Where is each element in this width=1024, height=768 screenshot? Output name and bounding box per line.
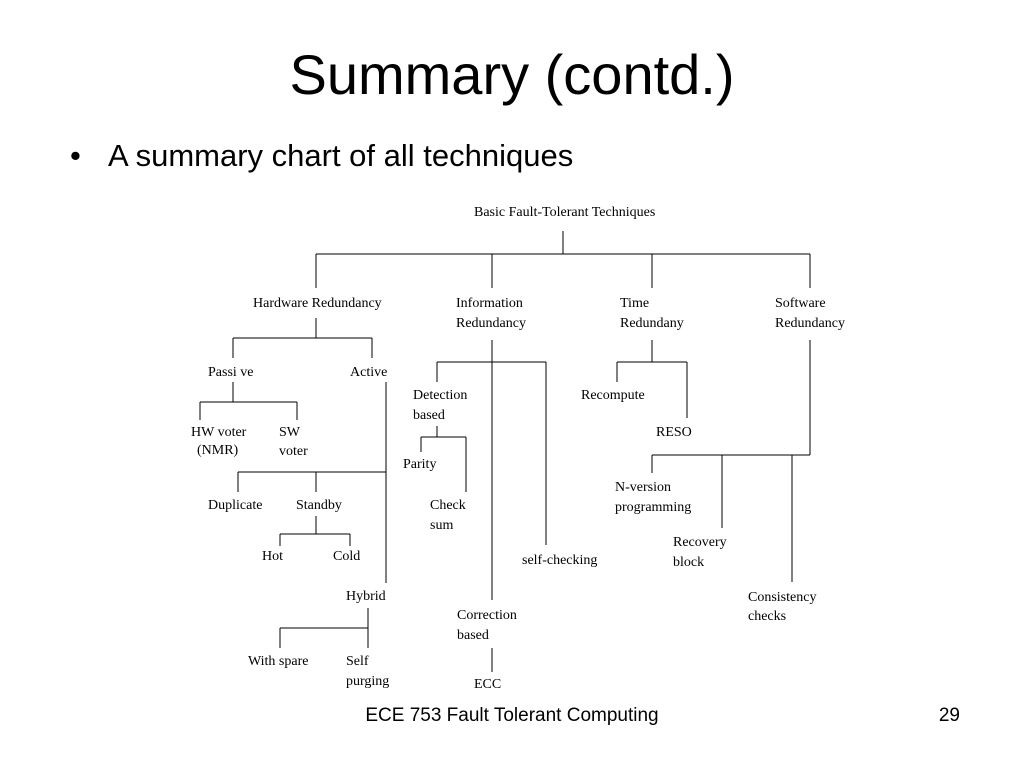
label-n-version-line-1: N-version	[615, 480, 671, 495]
label-reso: RESO	[656, 425, 692, 440]
label-information-line-2: Redundancy	[456, 316, 526, 331]
slide-title: Summary (contd.)	[289, 43, 735, 106]
label-recovery-line-2: block	[673, 555, 704, 570]
label-n-version-line-2: programming	[615, 500, 691, 515]
node-passive: Passi ve	[208, 365, 254, 380]
label-cold: Cold	[333, 549, 360, 564]
node-recompute: Recompute	[581, 388, 645, 403]
node-active: Active	[350, 365, 387, 380]
node-with-spare: With spare	[248, 654, 308, 669]
label-sw-voter-line-2: voter	[279, 444, 308, 459]
label-consistency-line-1: Consistency	[748, 590, 816, 605]
label-hw-voter-line-2: (NMR)	[197, 443, 239, 458]
node-consistency-checks: Consistency checks	[748, 590, 816, 624]
label-self-checking: self-checking	[522, 553, 597, 568]
label-correction-line-2: based	[457, 628, 489, 643]
node-n-version-programming: N-version programming	[615, 480, 691, 515]
label-correction-line-1: Correction	[457, 608, 517, 623]
node-hot: Hot	[262, 549, 283, 564]
node-hybrid: Hybrid	[346, 589, 386, 604]
label-root: Basic Fault-Tolerant Techniques	[474, 205, 655, 220]
node-hw-voter: HW voter (NMR)	[191, 425, 247, 458]
bullet-item: • A summary chart of all techniques	[70, 136, 573, 176]
label-information-line-1: Information	[456, 296, 523, 311]
footer-page-number: 29	[938, 705, 960, 726]
label-recompute: Recompute	[581, 388, 645, 403]
node-parity: Parity	[403, 457, 436, 472]
node-ecc: ECC	[474, 677, 501, 692]
bullet-text: A summary chart of all techniques	[108, 138, 574, 173]
label-hybrid: Hybrid	[346, 589, 386, 604]
node-reso: RESO	[656, 425, 692, 440]
node-software-redundancy: Software Redundancy	[775, 296, 845, 331]
label-ecc: ECC	[474, 677, 501, 692]
label-time-line-1: Time	[620, 296, 649, 311]
node-recovery-block: Recovery block	[673, 535, 727, 570]
node-detection-based: Detection based	[413, 388, 467, 423]
label-time-line-2: Redundany	[620, 316, 684, 331]
node-hardware-redundancy: Hardware Redundancy	[253, 296, 382, 311]
node-information-redundancy: Information Redundancy	[456, 296, 526, 331]
node-self-checking: self-checking	[522, 553, 597, 568]
bullet-marker: •	[70, 138, 81, 173]
node-self-purging: Self purging	[346, 654, 389, 689]
label-hw-voter-line-1: HW voter	[191, 425, 247, 440]
node-check-sum: Check sum	[430, 498, 466, 533]
label-passive: Passi ve	[208, 365, 254, 380]
label-self-purging-line-2: purging	[346, 674, 389, 689]
label-with-spare: With spare	[248, 654, 308, 669]
label-software-line-1: Software	[775, 296, 826, 311]
node-time-redundancy: Time Redundany	[620, 296, 684, 331]
label-sw-voter-line-1: SW	[279, 425, 301, 440]
label-self-purging-line-1: Self	[346, 654, 369, 669]
label-check-sum-line-2: sum	[430, 518, 453, 533]
footer-course-name: ECE 753 Fault Tolerant Computing	[365, 705, 659, 726]
label-parity: Parity	[403, 457, 436, 472]
node-cold: Cold	[333, 549, 360, 564]
label-hot: Hot	[262, 549, 283, 564]
label-consistency-line-2: checks	[748, 609, 786, 624]
node-correction-based: Correction based	[457, 608, 517, 643]
label-detection-line-2: based	[413, 408, 445, 423]
node-duplicate: Duplicate	[208, 498, 262, 513]
label-software-line-2: Redundancy	[775, 316, 845, 331]
node-standby: Standby	[296, 498, 342, 513]
label-duplicate: Duplicate	[208, 498, 262, 513]
label-recovery-line-1: Recovery	[673, 535, 727, 550]
label-hardware-redundancy: Hardware Redundancy	[253, 296, 382, 311]
label-check-sum-line-1: Check	[430, 498, 466, 513]
label-detection-line-1: Detection	[413, 388, 467, 403]
node-root: Basic Fault-Tolerant Techniques	[474, 205, 655, 220]
node-sw-voter: SW voter	[279, 425, 308, 459]
label-active: Active	[350, 365, 387, 380]
label-standby: Standby	[296, 498, 342, 513]
